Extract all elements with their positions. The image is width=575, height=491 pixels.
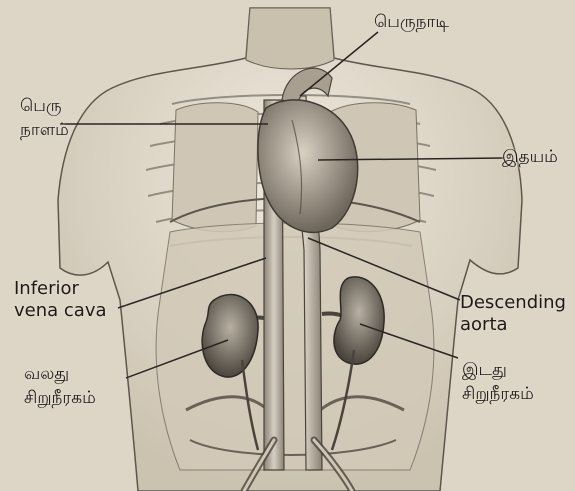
label-aorta: பெருநாடி — [374, 10, 449, 34]
abdominal-cavity — [156, 223, 434, 470]
label-left-kidney: இடது சிறுநீரகம் — [462, 358, 534, 406]
label-heart: இதயம் — [502, 145, 558, 169]
neck — [246, 8, 334, 69]
label-right-kidney: வலது சிறுநீரகம் — [24, 362, 96, 410]
label-descending-aorta: Descending aorta — [460, 292, 566, 336]
right-lung — [172, 103, 258, 232]
label-inferior-vena-cava: Inferior vena cava — [14, 278, 107, 322]
left-kidney — [334, 277, 384, 364]
label-vena: பெரு நாளம் — [20, 94, 69, 142]
